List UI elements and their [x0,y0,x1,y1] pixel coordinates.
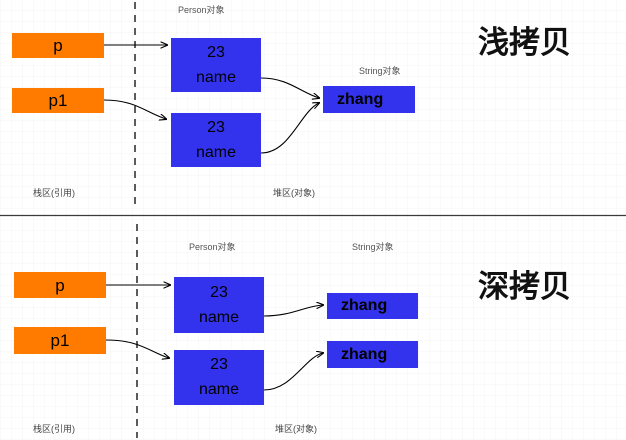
reference-label-p1-bottom: p1 [50,331,70,350]
reference-box-p-bottom[interactable]: p [14,272,106,298]
person-object-2-value-top: 23 [207,118,225,136]
arrow-object2-to-string2-deep [263,353,323,391]
label-person-object-bottom: Person对象 [189,242,236,252]
person-object-2-field-top: name [195,143,237,161]
arrow-p1-to-object2 [103,99,166,119]
person-object-2-value-bottom: 23 [210,356,228,373]
person-object-1-value-top: 23 [207,43,225,61]
reference-label-p1-top: p1 [48,91,68,110]
reference-box-p1-top[interactable]: p1 [12,88,104,113]
person-object-1-value-bottom: 23 [210,283,228,301]
string-object-box-shared-top[interactable]: zhang [323,86,415,113]
string-object-box-2-bottom[interactable]: zhang [327,341,418,368]
string-object-2-value-bottom: zhang [341,345,388,363]
label-string-object-top: String对象 [359,66,401,76]
section-title-shallow-copy: 浅拷贝 [478,25,571,61]
reference-label-p-top: p [53,36,63,55]
person-object-2-field-bottom: name [198,381,240,398]
string-object-1-value-bottom: zhang [341,297,388,314]
reference-label-p-bottom: p [55,275,65,295]
arrow-object1-to-string1-deep [263,305,323,317]
arrow-object1-to-string [260,77,319,98]
string-object-value-top: zhang [337,90,384,108]
person-object-1-field-bottom: name [198,308,240,326]
person-object-box-2-top[interactable]: 23 name [171,113,261,167]
person-object-1-field-top: name [195,68,237,86]
zone-label-heap-top: 堆区(对象) [273,188,315,198]
zone-label-heap-bottom: 堆区(对象) [275,424,317,434]
zone-label-stack-top: 栈区(引用) [33,188,75,198]
label-person-object-top: Person对象 [178,5,225,15]
label-string-object-bottom: String对象 [352,242,394,252]
arrow-object2-to-string [260,103,319,154]
person-object-box-2-bottom[interactable]: 23 name [174,350,264,405]
reference-box-p-top[interactable]: p [12,33,104,58]
arrow-p1-to-object2-deep [105,339,169,358]
reference-box-p1-bottom[interactable]: p1 [14,327,106,354]
section-title-deep-copy: 深拷贝 [478,269,571,305]
person-object-box-1-bottom[interactable]: 23 name [174,277,264,333]
zone-label-stack-bottom: 栈区(引用) [33,424,75,434]
string-object-box-1-bottom[interactable]: zhang [327,293,418,319]
person-object-box-1-top[interactable]: 23 name [171,38,261,92]
